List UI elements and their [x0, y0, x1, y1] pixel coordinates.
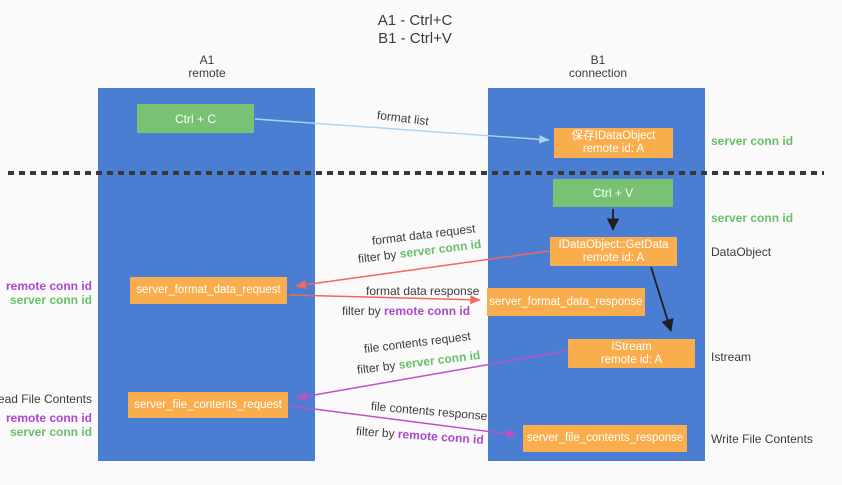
filter-by-prefix: filter by: [357, 246, 401, 266]
annotation-remote-conn-id-top: remote conn id: [5, 279, 92, 293]
annotation-server-conn-id-left-bottom: server conn id: [9, 425, 92, 439]
column-header-a1: A1 remote: [147, 54, 267, 80]
file-contents-response-filter-label: filter by remote conn id: [356, 424, 485, 447]
file-request-label: server_file_contents_request: [134, 398, 282, 411]
format-response-label: server_format_data_response: [489, 295, 643, 308]
annotation-istream: Istream: [711, 350, 752, 364]
column-header-b1: B1 connection: [538, 54, 658, 80]
annotation-server-conn-id-left-top: server conn id: [9, 293, 92, 307]
filter-by-prefix: filter by: [356, 357, 400, 377]
idataobject-getdata-box: IDataObject::GetData remote id: A: [550, 237, 677, 266]
file-response-label: server_file_contents_response: [526, 432, 684, 444]
istream-line2: remote id: A: [600, 353, 663, 366]
remote-conn-id-value: remote conn id: [397, 426, 485, 447]
format-list-label: format list: [376, 108, 430, 129]
server-file-contents-response-box: server_file_contents_response: [523, 425, 687, 452]
ctrl-c-box: Ctrl + C: [137, 104, 254, 133]
annotation-remote-conn-id-bottom: remote conn id: [5, 411, 92, 425]
save-idataobject-line2: remote id: A: [582, 143, 645, 155]
format-request-label: server_format_data_request: [136, 284, 281, 296]
istream-line1: IStream: [611, 340, 652, 353]
annotation-dataobject: DataObject: [711, 245, 772, 259]
ctrl-v-label: Ctrl + V: [592, 186, 634, 200]
save-idataobject-line1: 保存IDataObject: [571, 130, 656, 142]
filter-by-prefix: filter by: [342, 304, 385, 318]
annotation-read-file-contents: Read File Contents: [0, 392, 92, 406]
ctrl-v-box: Ctrl + V: [553, 179, 673, 207]
ctrl-c-label: Ctrl + C: [174, 111, 216, 126]
remote-conn-id-value: remote conn id: [384, 304, 471, 318]
file-contents-response-label: file contents response: [370, 399, 488, 424]
istream-box: IStream remote id: A: [568, 339, 695, 368]
column-a1-name: A1: [199, 53, 215, 67]
server-file-contents-request-box: server_file_contents_request: [128, 392, 288, 418]
save-idataobject-box: 保存IDataObject remote id: A: [554, 128, 673, 158]
diagram-title: A1 - Ctrl+C B1 - Ctrl+V: [325, 12, 505, 48]
getdata-line1: IDataObject::GetData: [558, 238, 669, 251]
annotation-server-conn-id-top: server conn id: [711, 134, 794, 148]
annotation-write-file-contents: Write File Contents: [711, 432, 813, 446]
server-conn-id-value: server conn id: [397, 347, 481, 372]
column-b1-role: connection: [568, 66, 628, 80]
column-a1-role: remote: [188, 66, 226, 80]
getdata-line2: remote id: A: [582, 251, 645, 264]
format-data-response-filter-label: filter by remote conn id: [342, 304, 470, 318]
server-format-data-request-box: server_format_data_request: [130, 277, 287, 304]
title-line-1: A1 - Ctrl+C: [377, 12, 453, 29]
filter-by-prefix: filter by: [355, 424, 399, 441]
annotation-server-conn-id-mid: server conn id: [711, 211, 794, 225]
column-b1-name: B1: [590, 53, 606, 67]
format-data-response-label: format data response: [366, 284, 480, 298]
title-line-2: B1 - Ctrl+V: [378, 30, 452, 47]
server-format-data-response-box: server_format_data_response: [487, 288, 645, 316]
section-divider-dashed-line: [8, 171, 824, 175]
